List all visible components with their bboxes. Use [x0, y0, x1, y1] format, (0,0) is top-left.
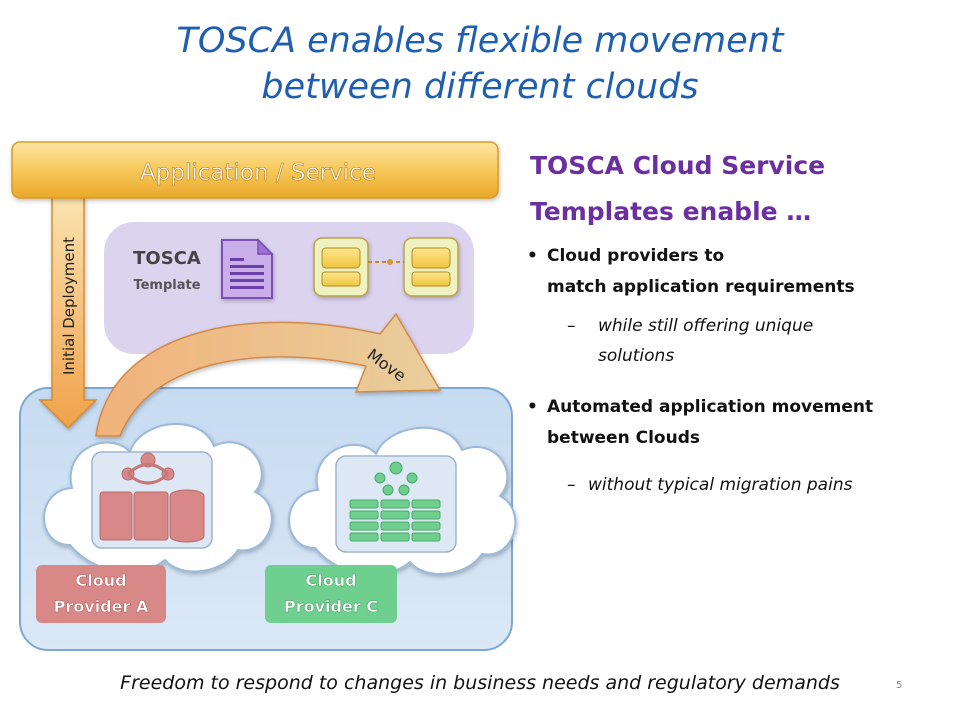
provider-a-label-line-1: Cloud [75, 571, 126, 590]
subbullet-2-line-1: without typical migration pains [588, 475, 853, 495]
title-line-1: TOSCA enables flexible movement [176, 21, 784, 61]
bullet-2-line-1: Automated application movement [547, 397, 874, 417]
node-chip-1 [313, 237, 369, 297]
provider-c-label-box [265, 565, 397, 623]
provider-a-app-icon [99, 452, 205, 543]
application-service-bar [11, 141, 499, 199]
node-connector-dot [387, 259, 393, 265]
application-service-label: Application / Service [140, 160, 376, 186]
subbullet-1-marker: – [567, 316, 576, 336]
provider-c-app-icon [349, 461, 441, 542]
document-icon [221, 238, 274, 299]
right-heading-line-1: TOSCA Cloud Service [530, 151, 826, 180]
provider-a-label-line-2: Provider A [54, 597, 149, 616]
subbullet-1-line-1: while still offering unique [598, 316, 814, 336]
template-label: Template [133, 278, 200, 293]
tosca-template-area [104, 222, 474, 354]
title-line-2: between different clouds [261, 67, 699, 107]
bullet-1-marker: • [527, 246, 538, 266]
right-heading-line-2: Templates enable … [530, 197, 812, 226]
provider-c-label-line-2: Provider C [284, 597, 378, 616]
subbullet-1-line-2: solutions [598, 346, 675, 366]
bullet-1-line-1: Cloud providers to [547, 246, 725, 266]
footer-caption: Freedom to respond to changes in busines… [120, 672, 840, 694]
initial-deployment-label: Initial Deployment [60, 237, 78, 375]
move-arrow [95, 312, 442, 437]
page-number: 5 [896, 680, 903, 691]
bullet-2-marker: • [527, 397, 538, 417]
provider-c-label-line-1: Cloud [305, 571, 356, 590]
bullet-1-line-2: match application requirements [547, 277, 855, 297]
provider-a-label-box [36, 565, 166, 623]
tosca-label: TOSCA [133, 248, 201, 269]
node-chip-2 [403, 237, 459, 297]
subbullet-2-marker: – [567, 475, 576, 495]
initial-deployment-arrow [38, 195, 98, 430]
bullet-2-line-2: between Clouds [547, 428, 700, 448]
